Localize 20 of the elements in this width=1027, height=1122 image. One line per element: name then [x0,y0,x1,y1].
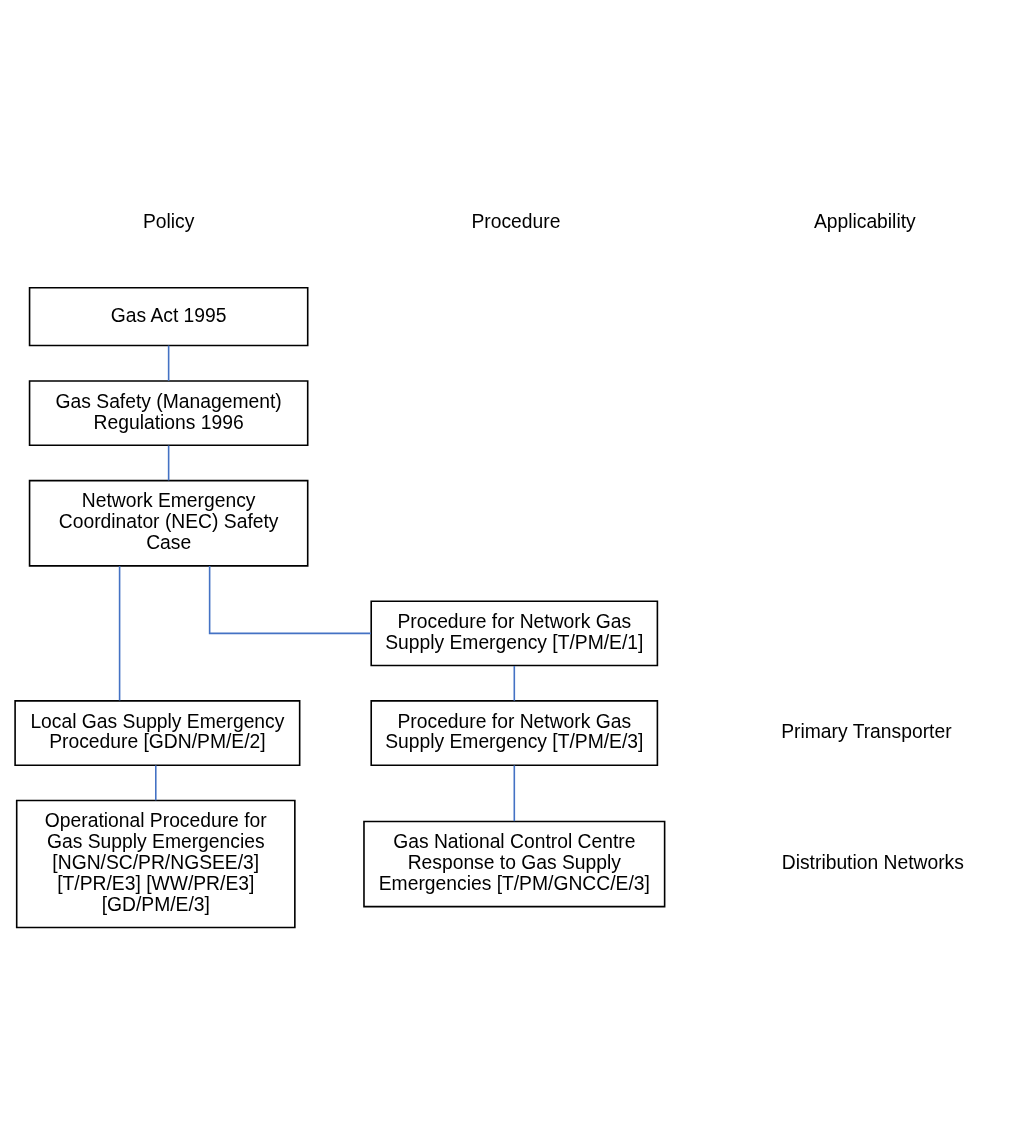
connector [513,665,516,702]
node-box: Network Emergency Coordinator (NEC) Safety Case [28,479,309,567]
node-box: Gas National Control Centre Response to Gas Supply Emergencies [T/PM/GNCC/E/3] [363,820,666,908]
node-box: Local Gas Supply Emergency Procedure [GDN/PM/E/2] [14,700,301,766]
label: Applicability [813,211,916,233]
node-box: Procedure for Network Gas Supply Emergency [T/PM/E/1] [370,600,659,667]
connector [513,764,516,822]
node-box: Gas Safety (Management) Regulations 1996 [28,380,309,447]
connector [154,764,157,802]
label: Distribution Networks [781,852,964,874]
connector [208,565,372,635]
node-box: Procedure for Network Gas Supply Emergency [T/PM/E/3] [370,700,659,766]
label: Primary Transporter [781,721,952,743]
connector [118,565,121,702]
label: Policy [142,211,195,233]
node-box: Gas Act 1995 [28,286,309,347]
connector [167,344,170,382]
node-box: Operational Procedure for Gas Supply Emergencies [NGN/SC/PR/NGSEE/3] [T/PR/E3] [WW/PR/E3] [GD/PM/E/3] [15,799,296,929]
label: Procedure [471,211,561,233]
connector [167,444,170,482]
